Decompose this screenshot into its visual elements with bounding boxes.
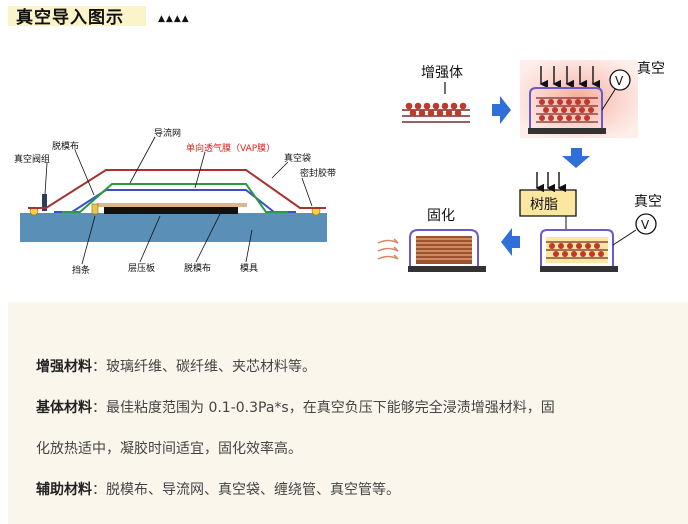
release-cloth-layer [97,203,247,207]
leader-stopper [81,215,96,265]
reinforcement-stack [402,102,470,123]
mold-block [20,213,327,242]
info-text-matrix: ：最佳粘度范围为 0.1-0.3Pa*s，在真空负压下能够完全浸渍增强材料，固 [92,400,555,416]
info-text-auxiliary: ：脱模布、导流网、真空袋、缠绕管、真空管等。 [92,482,400,498]
vacuum-down-arrows [539,66,600,89]
heat-waves-icon [377,238,399,260]
process-diagram: 增强体 [377,60,665,272]
diagram-area: 导流网 脱模布 单向透气膜（VAP膜） 真空阀组 真空袋 密封胶带 挡条 层压板… [14,60,665,276]
info-line-matrix-cont: 化放热适中，凝胶时间适宜，固化效率高。 [36,438,666,460]
leader-laminate [139,215,161,263]
vacuum-gauge-icon-1 [609,69,631,91]
guide-mesh-line [62,183,288,213]
bag-outline-3 [540,229,614,266]
vacuum-bag-line [28,169,326,209]
label-mold: 模具 [240,263,258,274]
arrow-left-icon [501,228,520,256]
gauge-symbol-2: V [641,218,650,232]
arrow-down-icon [562,148,590,168]
info-line-reinforcement: 增强材料：玻璃纤维、碳纤维、夹芯材料等。 [36,356,666,378]
arrow-right-icon [492,96,511,124]
info-label-reinforcement: 增强材料 [36,359,92,375]
leader-film [194,151,206,189]
resin-down-arrows [535,172,566,193]
label-vacuum-valve: 真空阀组 [14,153,50,165]
label-one-way-film: 单向透气膜（VAP膜） [186,142,275,154]
laminate-layer [104,207,238,214]
info-text-matrix-cont: 化放热适中，凝胶时间适宜，固化效率高。 [36,441,302,457]
info-text-reinforcement: ：玻璃纤维、碳纤维、夹芯材料等。 [92,359,316,375]
label-guide-mesh: 导流网 [154,127,181,139]
mold-plate-2 [528,128,606,134]
label-sealant-tape: 密封胶带 [300,167,336,179]
fiber-stack-3 [546,237,608,263]
label-vacuum-right: 真空 [634,194,662,210]
label-resin: 树脂 [530,197,558,213]
leader-bag [271,161,289,179]
bag-outline-2 [529,87,603,128]
gauge-symbol-1: V [615,74,624,88]
leader-mold [245,229,253,263]
leader-release-bottom [195,209,223,263]
label-vacuum-top: 真空 [637,61,665,77]
leader-valve [44,162,48,195]
label-laminate: 层压板 [128,262,155,274]
layup-diagram: 导流网 脱模布 单向透气膜（VAP膜） 真空阀组 真空袋 密封胶带 挡条 层压板… [14,127,336,276]
cured-stack [416,236,472,264]
bag-outline-4 [409,229,479,266]
vacuum-hose-1 [601,87,617,111]
label-release-cloth-bottom: 脱模布 [184,262,211,274]
title-triangles-icon: ▲▲▲▲ [158,14,190,24]
header: 真空导入图示 ▲▲▲▲ [0,0,688,36]
materials-info-panel: 增强材料：玻璃纤维、碳纤维、夹芯材料等。 基体材料：最佳粘度范围为 0.1-0.… [8,302,688,524]
stopper-block [91,203,99,215]
leader-sealant [301,177,313,207]
title-highlight [8,6,146,26]
leader-guide-mesh [129,136,156,184]
info-label-matrix: 基体材料 [36,400,92,416]
label-vacuum-bag: 真空袋 [284,152,311,164]
fiber-stack-2 [536,97,598,123]
mold-plate-4 [408,266,486,272]
label-curing: 固化 [427,208,455,224]
leader-release-top [74,149,95,196]
page-title: 真空导入图示 [16,8,124,28]
info-line-auxiliary: 辅助材料：脱模布、导流网、真空袋、缠绕管、真空管等。 [36,479,666,501]
vacuum-hose-2 [612,229,637,246]
info-label-auxiliary: 辅助材料 [36,482,92,498]
mold-plate-3 [540,266,618,272]
label-reinforcement: 增强体 [421,65,463,81]
resin-container [519,189,577,217]
label-stopper: 挡条 [72,264,90,276]
info-line-matrix: 基体材料：最佳粘度范围为 0.1-0.3Pa*s，在真空负压下能够完全浸渍增强材… [36,397,666,419]
vacuum-valve-icon [42,194,47,211]
vacuum-gauge-icon-2 [635,213,657,235]
label-release-cloth-top: 脱模布 [52,140,79,152]
